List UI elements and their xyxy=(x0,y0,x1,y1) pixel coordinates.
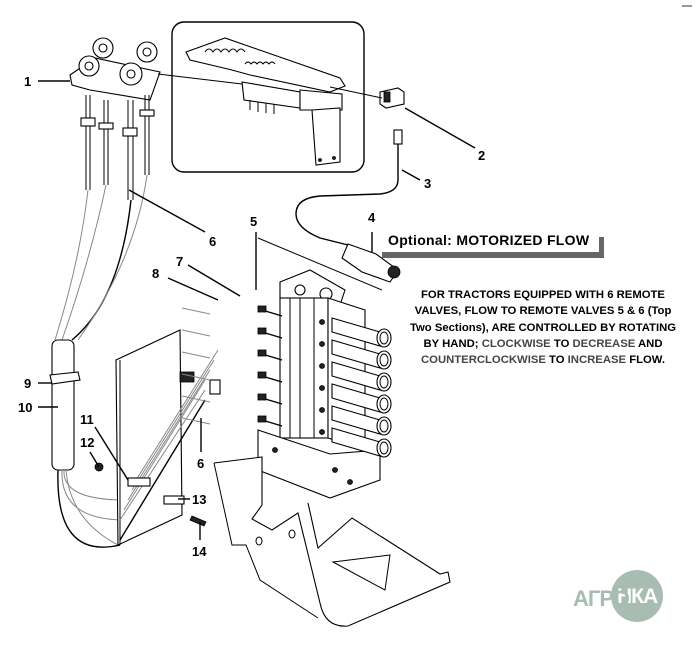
optional-motorized-flow-label: Optional: MOTORIZED FLOW xyxy=(382,231,604,258)
callout-13: 13 xyxy=(192,492,206,507)
leader-lines xyxy=(38,80,476,540)
motor-part-4 xyxy=(341,232,401,283)
callout-9: 9 xyxy=(24,376,31,391)
callout-3: 3 xyxy=(424,176,431,191)
wire-harness-part-3 xyxy=(295,129,403,247)
callout-12: 12 xyxy=(80,435,94,450)
note-clockwise: CLOCKWISE xyxy=(481,337,551,350)
valve-section-1 xyxy=(181,305,392,348)
note-text-part1: FOR TRACTORS EQUIPPED WITH 6 REMOTE VALV… xyxy=(409,289,677,350)
switch-part-2 xyxy=(329,86,405,109)
callout-7: 7 xyxy=(176,254,183,269)
callout-1: 1 xyxy=(24,74,31,89)
sleeve-part-10 xyxy=(49,339,126,548)
callout-11: 11 xyxy=(80,412,94,427)
callout-6-upper: 6 xyxy=(209,234,216,249)
note-increase: INCREASE xyxy=(567,354,627,367)
valve-spools xyxy=(181,305,392,458)
callout-6-lower: 6 xyxy=(197,456,204,471)
corner-mark xyxy=(682,5,692,7)
control-cables xyxy=(54,95,155,341)
callout-10: 10 xyxy=(18,400,32,415)
callout-4: 4 xyxy=(368,210,376,225)
note-flow: FLOW. xyxy=(626,354,665,367)
label-underline-tick xyxy=(599,237,604,255)
callout-8: 8 xyxy=(152,266,159,281)
callout-2: 2 xyxy=(478,148,485,163)
watermark-logo: НКА АГРО xyxy=(573,566,683,626)
callout-14: 14 xyxy=(192,544,207,559)
valve-section-6 xyxy=(181,415,392,458)
note-to-2: TO xyxy=(545,354,568,367)
callout-5: 5 xyxy=(250,214,257,229)
optional-label-text: Optional: MOTORIZED FLOW xyxy=(388,232,590,248)
note-to-1: TO xyxy=(550,337,573,350)
valve-section-2 xyxy=(181,327,392,370)
note-counterclockwise: COUNTERCLOCKWISE xyxy=(421,354,546,367)
label-underline-bar xyxy=(382,252,604,258)
valve-section-3 xyxy=(181,349,392,392)
control-panel-part-1 xyxy=(69,37,243,101)
note-decrease: DECREASE xyxy=(572,337,636,350)
callout-numbers: 1 2 3 4 5 6 6 7 8 9 10 11 12 13 14 xyxy=(18,74,485,559)
valve-section-4 xyxy=(181,371,392,414)
valve-section-5 xyxy=(181,393,392,436)
bottom-bracket xyxy=(213,456,451,627)
watermark-circle-text: НКА xyxy=(617,585,658,608)
note-and: AND xyxy=(635,337,663,350)
inset-bracket-view xyxy=(171,21,365,173)
flow-control-note: FOR TRACTORS EQUIPPED WITH 6 REMOTE VALV… xyxy=(408,287,678,368)
mounting-plate xyxy=(115,329,219,546)
watermark-text: АГРО xyxy=(573,586,630,611)
watermark-circle: НКА xyxy=(611,570,663,622)
